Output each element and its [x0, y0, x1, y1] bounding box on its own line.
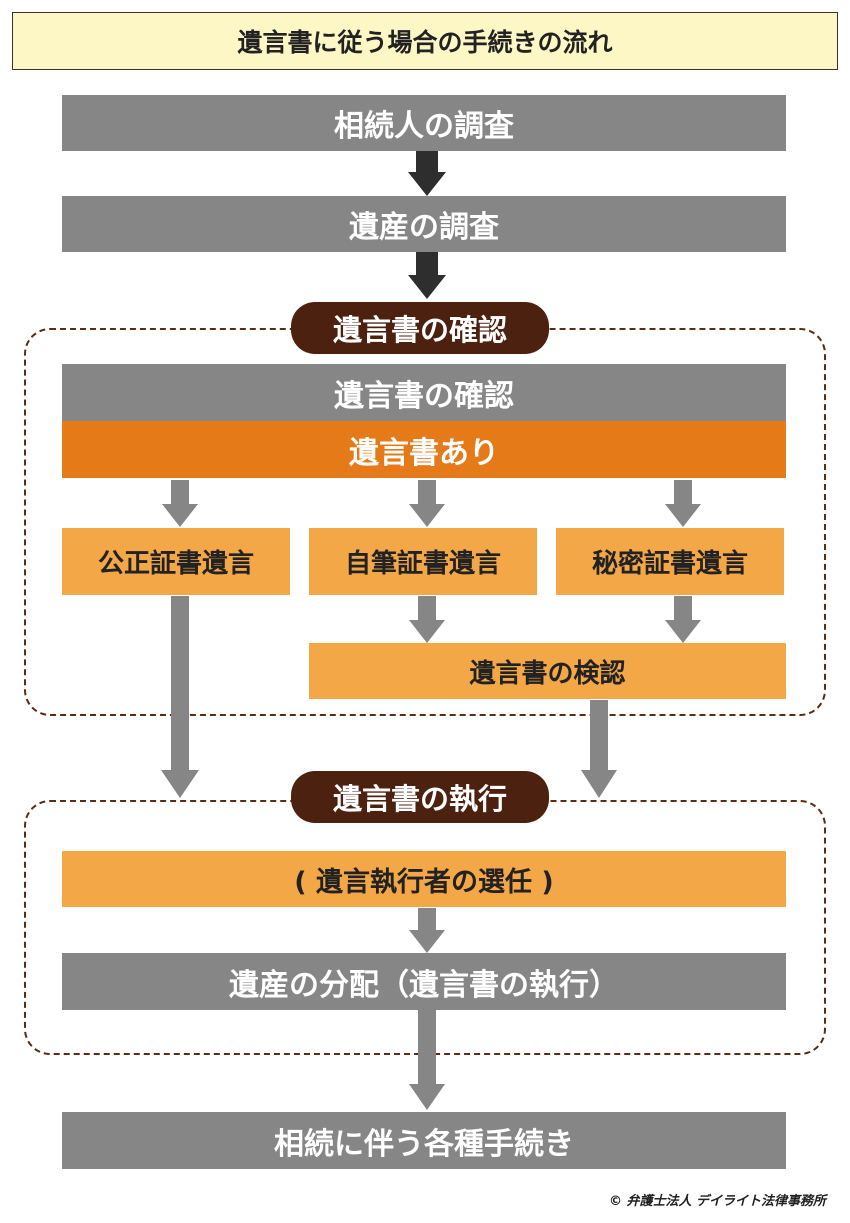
arrow-to-notarial [162, 480, 198, 527]
secret-will-box: 秘密証書遺言 [556, 528, 784, 595]
arrow-secret-to-probate [665, 596, 701, 643]
arrow-probate-to-execution [581, 700, 617, 798]
arrow-notarial-to-execution [161, 596, 199, 798]
other-procedures-box: 相続に伴う各種手続き [62, 1112, 786, 1169]
step-will-check: 遺言書の確認 [62, 364, 786, 421]
step-heir-survey: 相続人の調査 [62, 95, 786, 151]
step-estate-survey: 遺産の調査 [62, 196, 786, 252]
will-check-section-label: 遺言書の確認 [291, 302, 549, 354]
arrow-estate-to-check [408, 252, 446, 299]
probate-box: 遺言書の検認 [309, 643, 786, 699]
arrow-executor-to-distribution [409, 908, 445, 953]
arrow-to-holographic [409, 480, 445, 527]
executor-selection-box: ( 遺言執行者の選任 ) [62, 851, 786, 907]
copyright-text: © 弁護士法人 デイライト法律事務所 [608, 1194, 826, 1209]
holographic-will-box: 自筆証書遺言 [309, 528, 537, 595]
step-will-exists: 遺言書あり [62, 421, 786, 478]
distribution-box: 遺産の分配（遺言書の執行） [62, 953, 786, 1010]
diagram-title: 遺言書に従う場合の手続きの流れ [12, 12, 838, 70]
notarial-will-box: 公正証書遺言 [62, 528, 290, 595]
arrow-holographic-to-probate [409, 596, 445, 643]
arrow-to-secret [665, 480, 701, 527]
arrow-distribution-to-procedures [409, 1010, 445, 1110]
execution-section-label: 遺言書の執行 [291, 771, 549, 823]
arrow-heir-to-estate [408, 151, 446, 196]
